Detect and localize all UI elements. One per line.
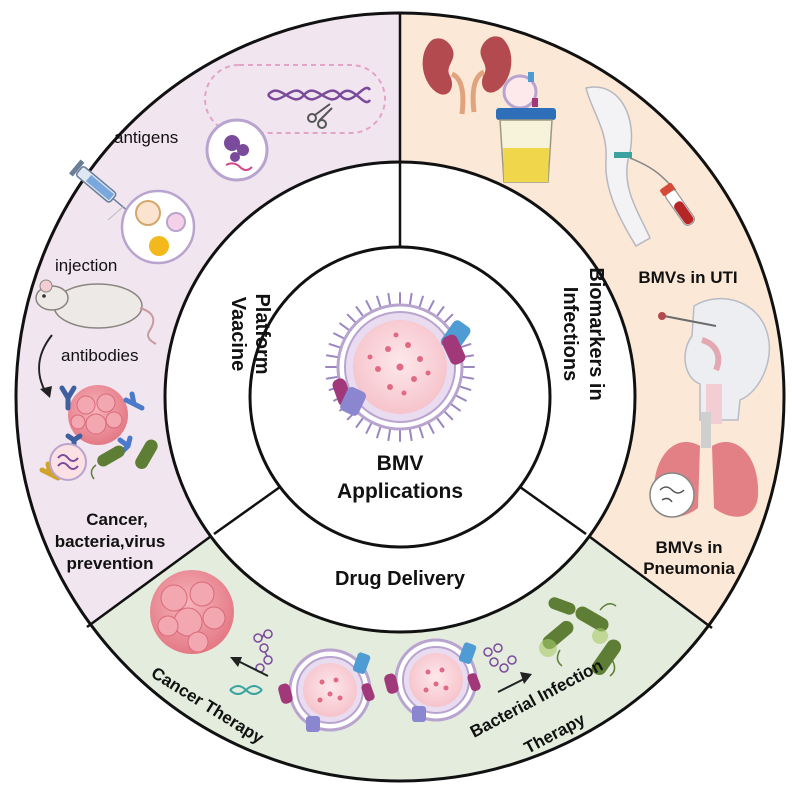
pneumonia-label-line2: Pneumonia [643,559,735,578]
drug-vesicle-right [384,638,481,722]
center-title-line2: Applications [337,480,463,503]
membrane-spike [325,354,340,359]
virus-icon [49,443,87,481]
membrane-spike [427,300,435,313]
arrow-to-bacteria [497,677,527,693]
prevention-label-line3: prevention [67,554,154,573]
membrane-spike [346,313,358,325]
membrane-spike [325,375,340,380]
membrane-spike [442,409,454,421]
membrane-spike [376,425,382,439]
membrane-spike [339,322,351,332]
drug-molecule-icon-right [483,643,517,673]
antigens-label: antigens [114,128,178,147]
vaccine-label-line2: Platform [251,293,273,374]
kidney-icon [422,36,512,115]
membrane-spike [460,375,475,380]
membrane-spike [408,427,413,442]
membrane-spike [454,394,467,402]
antibodies-label: antibodies [61,346,139,365]
membrane-spike [328,343,342,349]
dna-plasmid-icon [267,86,372,104]
mouse-icon [35,279,157,345]
arrow-to-tumor [235,659,269,677]
mid-divider-left [213,480,288,536]
dna-strand-icon [229,685,263,695]
prevention-label-line2: bacteria,virus [55,532,166,551]
membrane-spike [387,292,392,307]
drug-molecule-icon [253,629,273,673]
divider-right [585,532,713,630]
membrane-spike [442,313,454,325]
membrane-spike [365,421,373,434]
urine-cup-icon [496,108,556,183]
arrow-mouse-to-targets [38,334,53,394]
membrane-spike [408,292,413,307]
mid-divider-right [512,480,587,536]
bacteria-cluster-icon [539,597,622,677]
pneumonia-label-line1: BMVs in [655,538,722,557]
drug-delivery-label: Drug Delivery [335,568,466,590]
antibody-icon [39,385,145,481]
vaccine-label-line1: Vaacine [227,297,249,372]
membrane-spike [376,295,382,309]
large-tumor-icon [150,570,234,654]
nanoparticle-icon [135,200,161,226]
arm-blood-draw-icon [585,86,677,248]
membrane-spike [449,402,461,412]
biomarker-label-line2: Infections [559,287,581,381]
divider-left [86,532,215,629]
membrane-spike [418,425,424,439]
pneumonia-bubble [649,472,695,518]
membrane-spike [458,385,472,391]
bacteria-icon [90,439,158,480]
antigen-icon [224,135,249,162]
membrane-spike [435,306,445,318]
drug-vesicle-left [278,648,375,732]
blood-tube-icon [660,182,696,226]
membrane-spike [355,306,365,318]
membrane-spike [387,427,392,442]
membrane-spike [418,295,424,309]
scissors-icon [307,103,333,129]
uti-label: BMVs in UTI [638,268,737,287]
center-title-line1: BMV [377,452,424,475]
membrane-spike [427,421,435,434]
membrane-spike [435,416,445,428]
biomarker-label-line1: Biomarkers in [585,267,607,400]
tumor-cell-icon [68,385,128,445]
membrane-spike [365,300,373,313]
injection-label: injection [55,256,117,275]
central-vesicle-icon [325,292,475,442]
plasmid-capsule [204,64,386,134]
prevention-label-line1: Cancer, [86,510,147,529]
gold-particle-icon [149,236,169,256]
membrane-spike [355,416,365,428]
membrane-spike [333,332,346,340]
